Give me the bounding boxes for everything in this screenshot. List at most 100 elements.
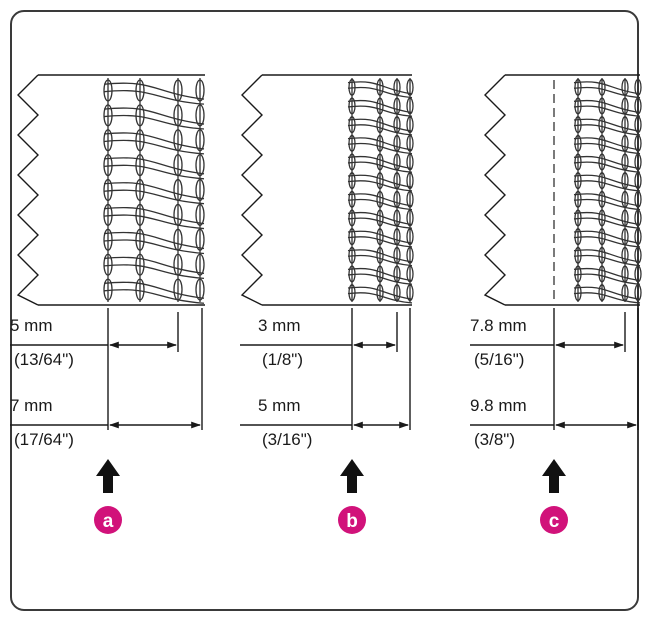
badge-b-label: b: [346, 511, 358, 532]
stitch-loop: [634, 190, 642, 208]
stitch-loop: [376, 153, 384, 171]
looper-thread: [347, 236, 413, 248]
fabric-swatch-a: [16, 74, 205, 306]
stitch-loop: [598, 134, 606, 152]
measure-a-2-inch: (17/64"): [14, 430, 74, 449]
looper-thread: [103, 231, 205, 250]
looper-thread: [573, 267, 641, 282]
looper-thread: [573, 217, 641, 229]
looper-thread: [347, 254, 413, 267]
stitch-loop: [135, 129, 145, 152]
looper-thread: [573, 180, 641, 192]
looper-thread: [573, 81, 641, 95]
panel-b: 3 mm (1/8") 5 mm (3/16") b: [240, 74, 414, 534]
stitch-loop: [195, 104, 205, 127]
stitch-loop: [406, 134, 414, 152]
looper-thread: [573, 193, 641, 207]
badge-c-label: c: [549, 511, 560, 532]
looper-thread: [573, 198, 641, 211]
stitch-loop: [406, 78, 414, 96]
stitch-loop: [195, 129, 205, 152]
stitch-loop: [634, 116, 642, 134]
stitch-loop: [598, 116, 606, 134]
looper-thread: [347, 211, 413, 226]
looper-thread: [573, 174, 641, 188]
looper-thread: [103, 214, 205, 230]
stitch-loop: [598, 265, 606, 283]
stitch-loop: [598, 246, 606, 264]
stitch-loop: [598, 97, 606, 115]
looper-thread: [573, 105, 641, 117]
looper-thread: [347, 124, 413, 136]
stitch-loop: [376, 246, 384, 264]
stitch-loop: [195, 228, 205, 251]
looper-thread: [347, 161, 413, 173]
looper-thread: [347, 249, 413, 263]
looper-thread: [103, 164, 205, 180]
stitch-loop: [376, 284, 384, 302]
stitch-loop: [135, 253, 145, 276]
panel-c: 7.8 mm (5/16") 9.8 mm (3/8") c: [470, 74, 642, 534]
badge-a-label: a: [103, 511, 114, 532]
measure-a-1-inch: (13/64"): [14, 350, 74, 369]
stitch-loop: [406, 190, 414, 208]
dimension-lines-a: [10, 308, 203, 430]
looper-thread: [347, 230, 413, 244]
stitch-loop: [598, 172, 606, 190]
stitch-loop: [634, 246, 642, 264]
looper-thread: [103, 82, 205, 100]
looper-thread: [573, 211, 641, 226]
looper-thread: [573, 99, 641, 114]
fabric-swatch-c: [483, 74, 640, 306]
stitch-loop: [634, 265, 642, 283]
badge-b: [338, 506, 366, 534]
stitch-loop: [406, 246, 414, 264]
up-arrow-icon: [96, 459, 120, 493]
panel-a: 5 mm (13/64") 7 mm (17/64") a: [10, 74, 205, 534]
stitch-loop: [598, 209, 606, 227]
looper-thread: [573, 137, 641, 151]
stitch-loop: [376, 190, 384, 208]
looper-thread: [347, 99, 413, 114]
measure-a-2-value: 7 mm: [10, 396, 53, 415]
dimension-lines-b: [240, 308, 411, 430]
stitch-loop: [135, 154, 145, 177]
dimension-lines-c: [470, 308, 639, 430]
stitch-loop: [376, 209, 384, 227]
stitch-loop: [376, 228, 384, 246]
looper-thread: [347, 81, 413, 95]
stitch-loop: [195, 278, 205, 301]
up-arrow-icon: [340, 459, 364, 493]
stitch-loop: [406, 116, 414, 134]
looper-thread: [103, 239, 205, 255]
looper-thread: [103, 132, 205, 150]
stitch-loop: [598, 228, 606, 246]
looper-thread: [103, 256, 205, 275]
stitch-loop: [135, 104, 145, 127]
looper-thread: [347, 174, 413, 188]
fabric-swatch-b: [240, 74, 412, 306]
stitch-loop: [135, 228, 145, 251]
looper-thread: [573, 230, 641, 244]
stitch-pattern-c: [573, 78, 642, 304]
stitch-loop: [598, 153, 606, 171]
stitch-loop: [634, 153, 642, 171]
measure-a-1-value: 5 mm: [10, 316, 53, 335]
looper-thread: [347, 292, 413, 304]
stitch-loop: [376, 78, 384, 96]
stitch-loop: [135, 203, 145, 226]
looper-thread: [103, 107, 205, 125]
stitch-loop: [406, 284, 414, 302]
looper-thread: [103, 114, 205, 130]
badge-c: [540, 506, 568, 534]
looper-thread: [103, 90, 205, 105]
stitch-loop: [406, 153, 414, 171]
looper-thread: [103, 157, 205, 175]
stitch-loop: [634, 209, 642, 227]
looper-thread: [103, 289, 205, 304]
looper-thread: [347, 267, 413, 282]
measure-c-2-value: 9.8 mm: [470, 396, 527, 415]
stitch-loop: [195, 178, 205, 202]
looper-thread: [103, 264, 205, 280]
measure-c-1-inch: (5/16"): [474, 350, 524, 369]
